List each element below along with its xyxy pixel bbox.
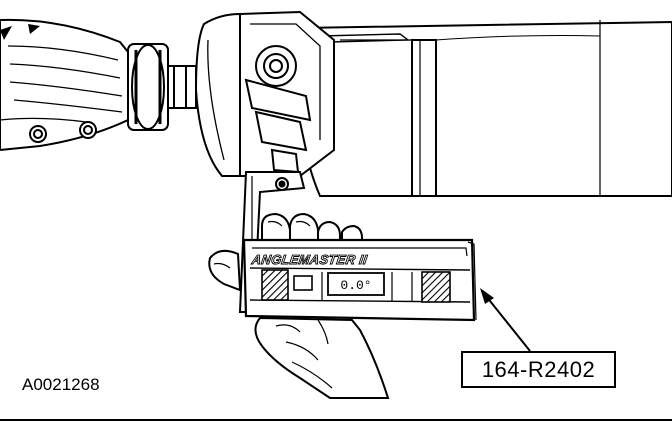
hand-palm	[254, 316, 390, 399]
lcd-reading: 0.0°	[340, 278, 371, 293]
tool-brand-name: ANGLEMASTER II	[250, 252, 368, 267]
mounting-bracket	[238, 171, 306, 313]
axle-housing	[0, 18, 129, 152]
figure-id: A0021268	[22, 375, 100, 394]
tool-number-callout: 164-R2402	[461, 351, 616, 388]
driveshaft-tube	[299, 20, 672, 197]
pinion-flange	[127, 43, 197, 131]
housing-bolts	[29, 121, 97, 143]
bottom-rule	[0, 419, 672, 421]
callout-leader	[480, 288, 531, 352]
right-hatch-pad	[421, 271, 451, 303]
hand-fingers-top	[261, 212, 363, 241]
mode-button	[293, 275, 313, 291]
left-hatch-pad	[261, 269, 289, 301]
universal-joint	[194, 10, 335, 177]
hand-thumb	[208, 249, 242, 292]
lcd-window	[327, 272, 385, 296]
